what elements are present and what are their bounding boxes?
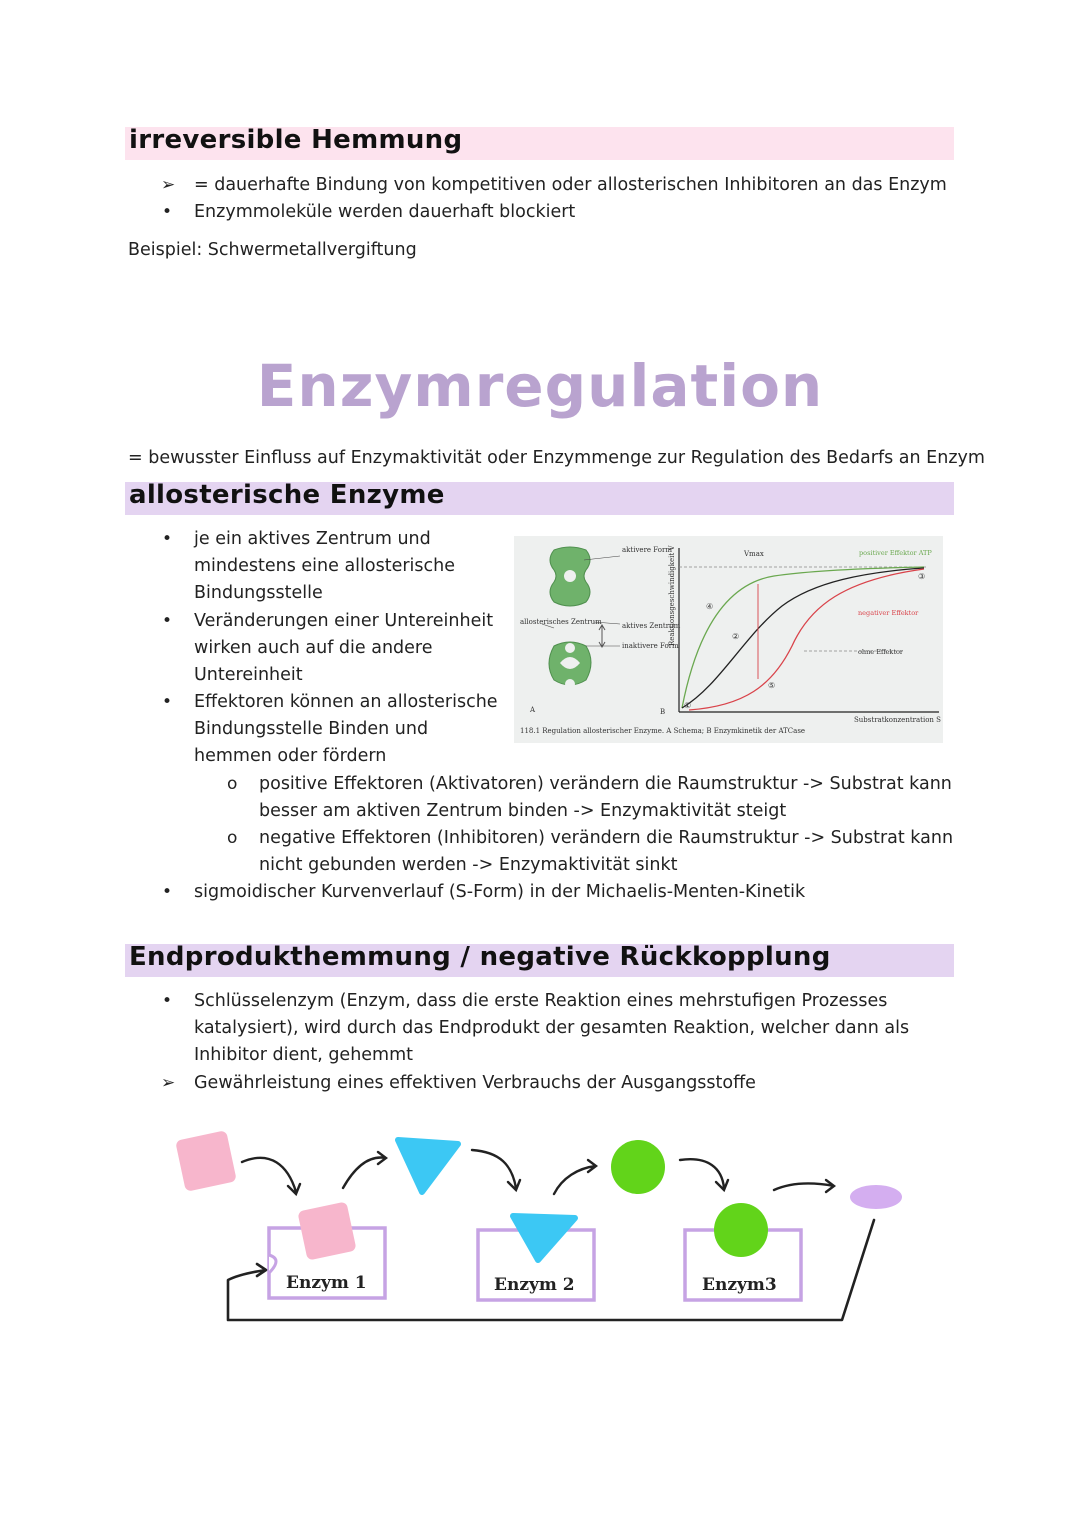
label-b: B	[660, 708, 665, 716]
vmax-label: Vmax	[743, 550, 764, 558]
list-item-line: mindestens eine allosterische	[194, 556, 455, 576]
dot-bullet-icon: •	[162, 882, 173, 902]
heading-irreversible: irreversible Hemmung	[129, 125, 463, 155]
dot-bullet-icon: •	[162, 529, 173, 549]
marker-2: ②	[732, 632, 739, 641]
substrate-square-icon	[176, 1131, 236, 1191]
list-item-line: hemmen oder fördern	[194, 746, 387, 766]
y-axis-label: Reaktionsgeschwindigkeit V	[668, 545, 676, 646]
list-item-line: Gewährleistung eines effektiven Verbrauc…	[194, 1073, 756, 1093]
marker-4: ④	[706, 602, 713, 611]
definition-text: = bewusster Einfluss auf Enzymaktivität …	[128, 448, 985, 468]
arrow-icon	[240, 1156, 302, 1197]
bound-square-icon	[298, 1202, 356, 1260]
marker-1: ①	[684, 701, 691, 710]
arrow-icon	[341, 1150, 388, 1190]
product-triangle-icon	[395, 1137, 461, 1195]
heading-feedback: Endprodukthemmung / negative Rückkopplun…	[129, 942, 831, 972]
example-text: Beispiel: Schwermetallvergiftung	[128, 240, 417, 260]
marker-5: ⑤	[768, 681, 775, 690]
page-title: Enzymregulation	[256, 352, 824, 420]
list-item-line: Veränderungen einer Untereinheit	[194, 611, 494, 631]
list-item-line: je ein aktives Zentrum und	[194, 529, 431, 549]
arrow-icon	[772, 1178, 836, 1194]
no-effector-label: ohne Effektor	[858, 648, 904, 656]
arrow-bullet-icon: ➢	[161, 1073, 176, 1093]
sub-item-line: nicht gebunden werden -> Enzymaktivität …	[259, 855, 678, 875]
label-allosteric-center: allosterisches Zentrum	[520, 618, 602, 626]
curve-positive-effector	[681, 566, 925, 709]
dot-bullet-icon: •	[162, 202, 173, 222]
label-active-center: aktives Zentrum	[622, 622, 681, 630]
allosteric-site-notch	[267, 1253, 278, 1275]
list-item: Enzymmoleküle werden dauerhaft blockiert	[194, 202, 576, 222]
x-axis-label: Substratkonzentration S	[854, 716, 941, 724]
allosteric-figure: aktivere Form allosterisches Zentrum akt…	[514, 536, 943, 743]
arrow-icon	[470, 1148, 522, 1193]
dot-bullet-icon: •	[162, 991, 173, 1011]
enzyme-2-label: Enzym 2	[494, 1275, 575, 1295]
neg-effector-label: negativer Effektor	[858, 609, 919, 617]
marker-3: ③	[918, 572, 925, 581]
circle-bullet-icon: o	[227, 774, 238, 794]
list-item: sigmoidischer Kurvenverlauf (S-Form) in …	[194, 882, 806, 902]
arrow-icon	[552, 1158, 598, 1196]
list-item-line: Effektoren können an allosterische	[194, 692, 498, 712]
label-inactive-form: inaktivere Form	[622, 642, 679, 650]
dot-bullet-icon: •	[162, 692, 173, 712]
list-item-line: Schlüsselenzym (Enzym, dass die erste Re…	[194, 991, 888, 1011]
list-item-line: Bindungsstelle	[194, 583, 323, 603]
list-item-line: Untereinheit	[194, 665, 303, 685]
circle-bullet-icon: o	[227, 828, 238, 848]
pos-effector-label: positiver Effektor ATP	[859, 549, 932, 557]
heading-bar-allosteric: allosterische Enzyme	[125, 480, 954, 515]
list-item-line: Bindungsstelle Binden und	[194, 719, 429, 739]
heading-allosteric: allosterische Enzyme	[129, 480, 445, 510]
feedback-arrow-icon	[226, 1218, 876, 1322]
list-item: = dauerhafte Bindung von kompetitiven od…	[194, 175, 947, 195]
arrow-bullet-icon: ➢	[161, 175, 176, 195]
label-active-form: aktivere Form	[622, 546, 672, 554]
curve-no-effector	[681, 567, 925, 709]
active-enzyme-icon	[545, 546, 595, 607]
figure-caption: 118.1 Regulation allosterischer Enzyme. …	[520, 727, 805, 735]
dot-bullet-icon: •	[162, 611, 173, 631]
inactive-enzyme-icon	[548, 641, 592, 689]
conversion-arrows-icon	[598, 624, 606, 648]
arrow-icon	[678, 1158, 730, 1193]
enzyme-1-label: Enzym 1	[286, 1273, 367, 1293]
end-product-ellipse-icon	[850, 1185, 902, 1209]
feedback-diagram: Enzym 1 Enzym 2 Enzym3	[176, 1131, 902, 1322]
curve-negative-effector	[688, 568, 925, 711]
sub-item-line: besser am aktiven Zentrum binden -> Enzy…	[259, 801, 787, 821]
list-item-line: Inhibitor dient, gehemmt	[194, 1045, 414, 1065]
bound-triangle-icon	[510, 1213, 578, 1263]
sub-item-line: positive Effektoren (Aktivatoren) veränd…	[259, 774, 952, 794]
list-item-line: katalysiert), wird durch das Endprodukt …	[194, 1018, 910, 1038]
heading-bar-feedback: Endprodukthemmung / negative Rückkopplun…	[125, 942, 954, 977]
heading-bar-irreversible: irreversible Hemmung	[125, 125, 954, 160]
label-a: A	[529, 706, 536, 714]
product-circle-icon	[611, 1140, 665, 1194]
sub-item-line: negative Effektoren (Inhibitoren) veränd…	[259, 828, 954, 848]
enzyme-3-label: Enzym3	[702, 1275, 777, 1295]
list-item-line: wirken auch auf die andere	[194, 638, 433, 658]
bound-circle-icon	[714, 1203, 768, 1257]
